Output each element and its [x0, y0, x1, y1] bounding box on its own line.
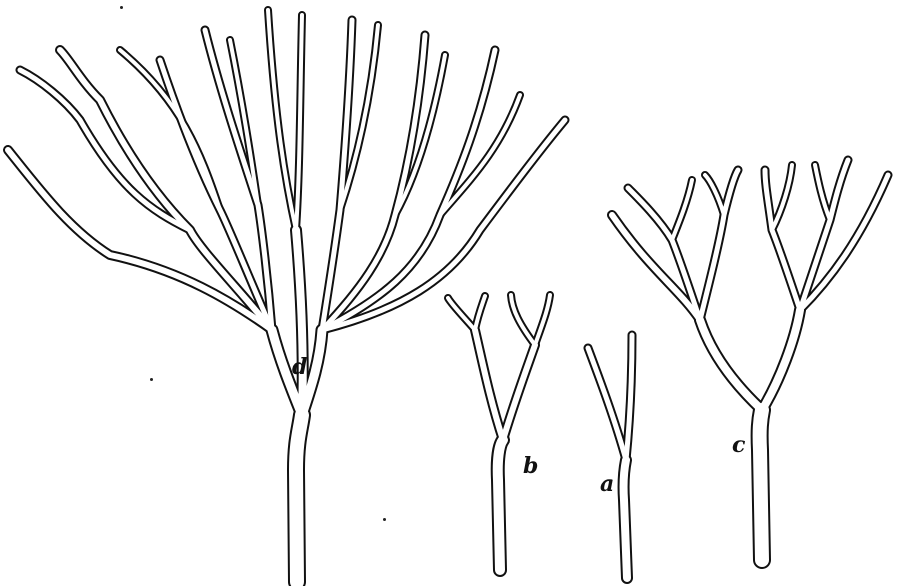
branch-interior-b-s-l	[475, 330, 503, 440]
figure-a	[588, 335, 632, 578]
ink-speck	[150, 378, 153, 381]
label-b: b	[523, 455, 538, 477]
figure-b	[448, 295, 550, 570]
branch-c-c10	[800, 175, 888, 310]
branch-interior-a-s-l	[588, 348, 626, 460]
ink-speck	[120, 6, 123, 9]
label-a: a	[600, 473, 614, 495]
branch-interior-c-trunk	[760, 410, 762, 560]
branch-interior-a-trunk	[624, 460, 627, 578]
branch-interior-b-b1	[448, 298, 475, 330]
branch-interior-c-c3	[672, 180, 692, 240]
branch-interior-b-s-r	[503, 345, 535, 440]
ink-speck	[383, 518, 386, 521]
branch-interior-b-trunk	[498, 440, 503, 570]
figure-c	[612, 160, 888, 560]
branch-interior-d-trunk	[296, 415, 302, 582]
branch-interior-c-s-l	[700, 320, 762, 410]
label-c: c	[732, 434, 745, 456]
label-d: d	[292, 356, 307, 378]
